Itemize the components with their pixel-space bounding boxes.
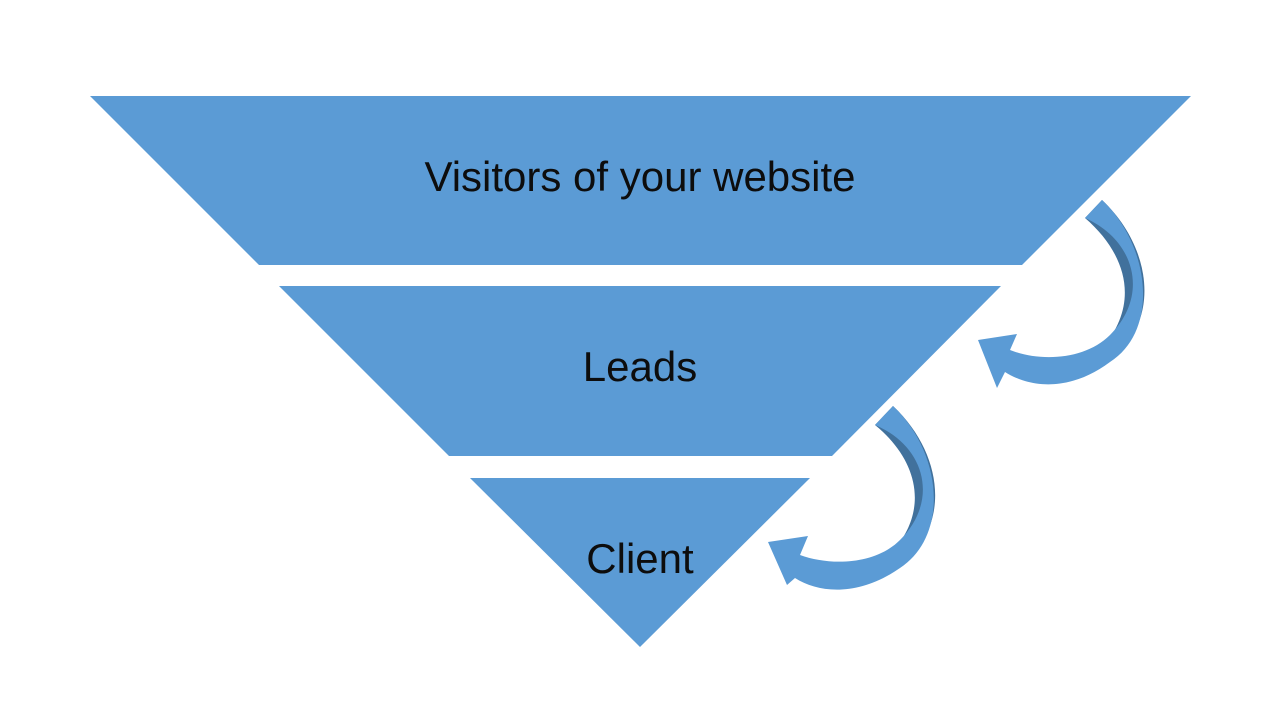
funnel-stage-client-shape	[470, 478, 810, 647]
curved-arrow-icon	[768, 406, 936, 590]
funnel-stage-leads-label: Leads	[583, 343, 697, 390]
funnel-stage-leads-shape	[279, 286, 1001, 456]
funnel-stage-visitors: Visitors of your website	[90, 96, 1191, 265]
funnel-stage-visitors-label: Visitors of your website	[424, 153, 855, 200]
arrow-leads-to-client-body	[768, 406, 934, 590]
funnel-stage-client: Client	[470, 478, 810, 647]
funnel-stage-visitors-shape	[90, 96, 1191, 265]
funnel-stage-leads: Leads	[279, 286, 1001, 456]
arrow-visitors-to-leads-body	[978, 200, 1144, 388]
funnel-stage-client-label: Client	[586, 535, 694, 582]
curved-arrow-icon	[978, 200, 1145, 388]
